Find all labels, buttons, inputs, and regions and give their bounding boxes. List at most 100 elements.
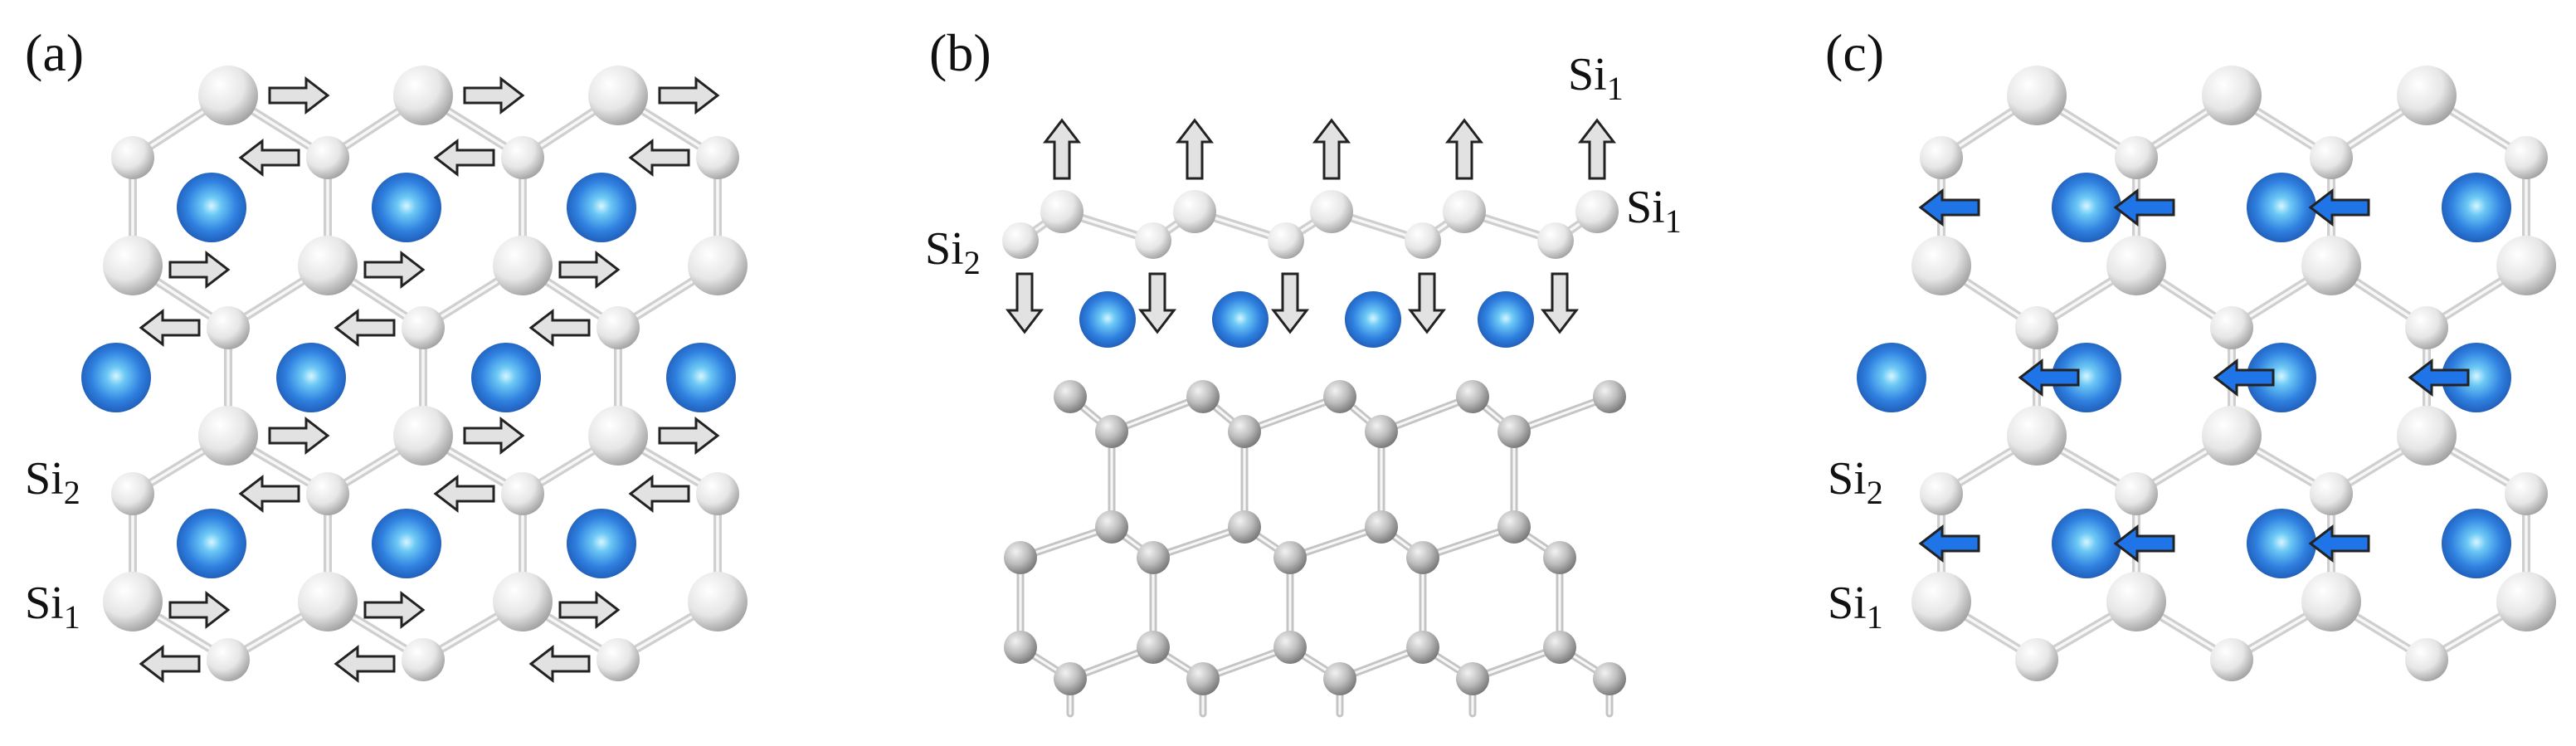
- si2-atom: [111, 472, 154, 515]
- blue-left-arrow: [2113, 524, 2175, 563]
- si1-atom: [588, 66, 648, 125]
- si1-atom: [198, 406, 258, 466]
- si2-atom: [111, 136, 154, 179]
- left-arrow: [238, 138, 300, 178]
- left-arrow: [433, 474, 495, 514]
- left-arrow: [334, 644, 396, 684]
- blue-left-arrow: [2018, 358, 2080, 397]
- si1-atom: [493, 572, 553, 631]
- metal-atom: [2442, 509, 2511, 578]
- left-arrow: [139, 644, 201, 684]
- si1-atom: [2202, 406, 2262, 466]
- metal-atom: [276, 343, 346, 412]
- metal-atom: [1478, 291, 1534, 348]
- si1-atom: [2397, 406, 2457, 466]
- si1-atom: [2106, 236, 2166, 295]
- si2-atom: [696, 472, 739, 515]
- si2-atom: [402, 638, 445, 681]
- blue-left-arrow: [2308, 188, 2370, 227]
- si2-atom: [597, 306, 640, 349]
- left-arrow: [628, 138, 690, 178]
- panel-c-si1-label: Si1: [1828, 578, 1883, 636]
- substrate-atom: [1456, 380, 1489, 413]
- metal-atom: [471, 343, 541, 412]
- si1-atom: [103, 236, 163, 295]
- si2-atom: [207, 306, 250, 349]
- metal-atom: [567, 173, 636, 242]
- down-arrow: [1137, 272, 1177, 334]
- substrate-atom: [1273, 631, 1307, 664]
- metal-atom: [177, 173, 246, 242]
- blue-left-arrow: [2308, 524, 2370, 563]
- si2-atom: [2310, 472, 2353, 515]
- metal-atom: [2052, 173, 2121, 242]
- left-arrow: [528, 644, 591, 684]
- si1-atom: [298, 236, 358, 295]
- si2-atom: [207, 638, 250, 681]
- si1-atom: [103, 572, 163, 631]
- substrate-atom: [1406, 631, 1439, 664]
- si1-atom: [2496, 236, 2556, 295]
- metal-atom: [2247, 173, 2316, 242]
- si2-atom: [402, 306, 445, 349]
- right-arrow: [658, 416, 720, 456]
- si2-atom: [1135, 222, 1171, 259]
- blue-left-arrow: [2408, 358, 2470, 397]
- left-arrow: [528, 308, 591, 348]
- panel-a-si1-label: Si1: [25, 578, 80, 636]
- substrate-atom: [1054, 662, 1087, 695]
- metal-atom: [567, 509, 636, 578]
- panel-b-atoms: [1002, 190, 1626, 695]
- si1-atom: [493, 236, 553, 295]
- right-arrow: [268, 76, 330, 115]
- si1-atom: [2301, 236, 2361, 295]
- panel-a-atoms: [81, 66, 747, 681]
- si1-atom: [198, 66, 258, 125]
- blue-left-arrow: [2213, 358, 2275, 397]
- si1-atom: [1173, 190, 1216, 233]
- panel-b-si2-label: Si2: [925, 223, 981, 281]
- panel-c: (c) Si2 Si1: [1825, 23, 2556, 681]
- si1-atom: [1040, 190, 1083, 233]
- si1-atom: [1443, 190, 1486, 233]
- metal-atom: [1345, 291, 1401, 348]
- panel-a: (a) Si2 Si1: [25, 23, 747, 684]
- blue-left-arrow: [2113, 188, 2175, 227]
- si2-atom: [597, 638, 640, 681]
- panel-c-label: (c): [1825, 23, 1884, 82]
- metal-atom: [666, 343, 736, 412]
- substrate-atom: [1543, 631, 1576, 664]
- left-arrow: [628, 474, 690, 514]
- left-arrow: [238, 474, 300, 514]
- substrate-atom: [1456, 662, 1489, 695]
- bond-highlight: [1512, 395, 1611, 433]
- si2-atom: [2310, 136, 2353, 179]
- metal-atom: [2442, 173, 2511, 242]
- metal-atom: [1079, 291, 1136, 348]
- si2-atom: [1920, 136, 1963, 179]
- si2-atom: [696, 136, 739, 179]
- si2-atom: [1002, 222, 1039, 259]
- left-arrow: [433, 138, 495, 178]
- si1-atom: [1911, 236, 1971, 295]
- si1-atom: [2202, 66, 2262, 125]
- si2-atom: [2015, 306, 2058, 349]
- si2-atom: [2505, 136, 2548, 179]
- substrate-atom: [1004, 541, 1037, 574]
- si2-atom: [501, 136, 544, 179]
- down-arrow: [1540, 272, 1580, 334]
- metal-atom: [2247, 343, 2316, 412]
- right-arrow: [558, 590, 621, 630]
- metal-atom: [2052, 343, 2121, 412]
- right-arrow: [363, 250, 426, 290]
- substrate-atom: [1004, 631, 1037, 664]
- up-arrow: [1312, 118, 1351, 180]
- right-arrow: [168, 590, 231, 630]
- right-arrow: [168, 250, 231, 290]
- right-arrow: [268, 416, 330, 456]
- substrate-atom: [1406, 541, 1439, 574]
- substrate-atom: [1228, 415, 1261, 448]
- substrate-atom: [1137, 541, 1170, 574]
- substrate-atom: [1365, 510, 1398, 544]
